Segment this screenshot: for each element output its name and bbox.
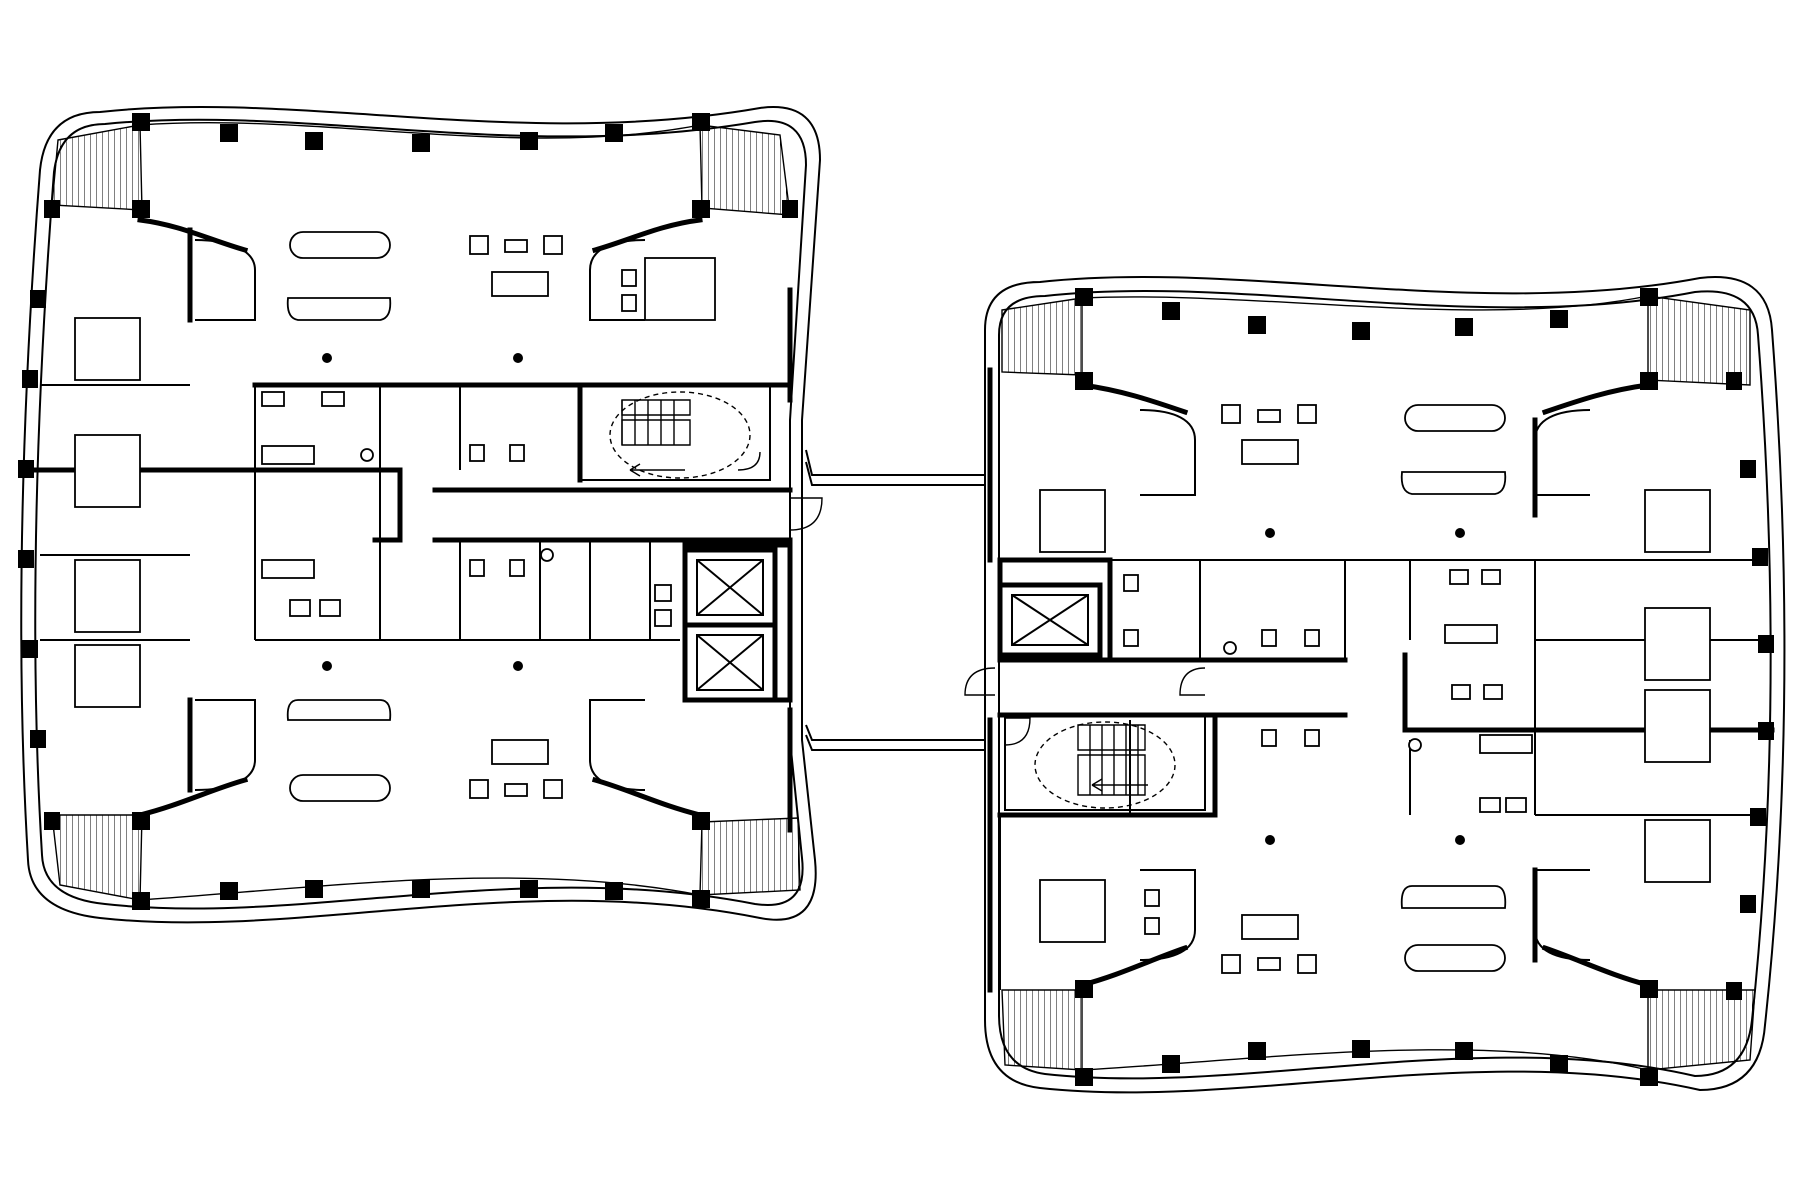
- east-facade-inner: [998, 289, 1772, 1080]
- west-balcony-sw: [51, 814, 143, 901]
- west-tower: [18, 105, 823, 924]
- east-corridor-door-east: [1179, 667, 1206, 696]
- west-balcony-nw: [51, 124, 143, 211]
- west-stair-core: [579, 384, 771, 481]
- west-balcony-ne: [699, 124, 791, 216]
- west-facade-columns: [18, 113, 798, 910]
- east-corridor-door-west: [964, 667, 996, 696]
- west-facade-inner: [34, 118, 808, 910]
- west-interior-columns: [322, 353, 523, 671]
- west-glazing-line: [139, 122, 701, 139]
- west-facade-outer: [20, 105, 822, 924]
- east-balcony-sw: [1001, 989, 1083, 1071]
- link-bridges: [805, 449, 986, 751]
- west-balcony-se: [699, 817, 801, 896]
- east-interior-columns: [1265, 528, 1465, 845]
- west-glazing-line-south: [139, 877, 701, 901]
- east-tower: [964, 275, 1786, 1094]
- east-facade-outer: [984, 275, 1786, 1094]
- west-corridor-door: [789, 497, 823, 531]
- east-lift: [997, 582, 1103, 658]
- west-furniture: [74, 231, 716, 802]
- east-balcony-ne: [1647, 295, 1751, 386]
- west-lifts: [682, 547, 778, 703]
- east-furniture: [1039, 404, 1711, 974]
- west-partitions: [40, 239, 680, 791]
- east-stair-core: [1004, 714, 1206, 811]
- east-glazing-line: [1081, 295, 1649, 311]
- east-balcony-se: [1647, 989, 1756, 1071]
- east-stair-door: [1004, 717, 1031, 746]
- east-balcony-nw: [1001, 297, 1083, 376]
